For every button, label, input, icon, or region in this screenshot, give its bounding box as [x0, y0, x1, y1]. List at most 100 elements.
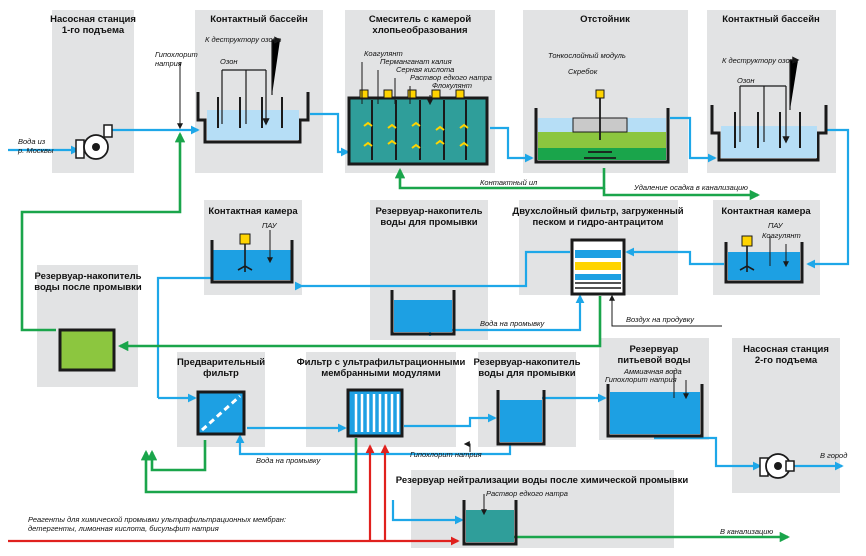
label-air-purge: Воздух на продувку — [626, 315, 695, 324]
flow-to-dual-filter — [625, 247, 724, 266]
label-ozone-destructor-1: К деструктору озона — [205, 35, 281, 44]
panel-neutralization-reservoir — [411, 470, 674, 548]
text-line: 2-го подъема — [755, 355, 818, 366]
label-ammonia-water: Аммиачная вода — [623, 367, 682, 376]
label-sludge-removal: Удаление осадка в канализацию — [633, 183, 748, 192]
text-line: воды после промывки — [34, 282, 142, 293]
pump-1-icon — [75, 124, 113, 160]
title-contact-basin-1: Контактный бассейн — [210, 14, 308, 25]
after-wash-reservoir-tank — [58, 328, 116, 372]
dose-hypochlorite-2 — [463, 441, 471, 452]
text-line: 1-го подъема — [62, 25, 125, 36]
contact-chamber-1-tank — [210, 230, 294, 284]
settler-tank — [534, 89, 670, 164]
text-line: Фильтр с ультрафильтрационными — [297, 357, 466, 368]
text-line: Вода из — [18, 137, 46, 146]
text-line: песком и гидро-антрацитом — [533, 217, 664, 228]
flow-after-wash-recycle — [20, 131, 186, 332]
text-line: Отстойник — [580, 14, 630, 25]
text-line: Контактная камера — [721, 206, 811, 217]
flow-sludge-to-sewer — [602, 188, 761, 201]
text-line: хлопьеобразования — [372, 25, 467, 36]
text-line: фильтр — [203, 368, 239, 379]
title-settler: Отстойник — [580, 14, 630, 25]
contact-basin-1-tank — [196, 36, 310, 144]
dual-layer-filter-tank — [570, 238, 626, 296]
label-pau-2: ПАУ — [768, 221, 784, 230]
flow-wash-to-uf — [235, 434, 512, 456]
label-naoh-2: Раствор едкого натра — [486, 489, 568, 498]
flow-uf-to-after-wash — [140, 438, 358, 494]
dose-air-purge — [609, 294, 722, 327]
text-line: Резервуар-накопитель — [376, 206, 483, 217]
text-line: р. Москвы — [17, 146, 54, 155]
flow-to-contact-chamber-2 — [806, 128, 850, 269]
title-contact-chamber-1: Контактная камера — [208, 206, 298, 217]
label-contact-sludge: Контактный ил — [480, 178, 538, 187]
label-permanganate: Перманганат калия — [380, 57, 452, 66]
label-wash-water-2: Вода на промывку — [256, 456, 322, 465]
title-neutralization-reservoir: Резервуар нейтрализации воды после химич… — [396, 475, 689, 486]
flow-to-settler — [490, 126, 534, 163]
label-scraper: Скребок — [568, 67, 598, 76]
text-line: Насосная станция — [50, 14, 136, 25]
panel-contact-basin-1 — [195, 10, 323, 173]
label-pau-1: ПАУ — [262, 221, 278, 230]
text-line: Контактный бассейн — [722, 14, 820, 25]
flow-to-pump-station-2 — [654, 436, 762, 471]
text-line: Контактная камера — [208, 206, 298, 217]
label-naoh-1: Раствор едкого натра — [410, 73, 492, 82]
text-line: Гипохлорит — [155, 50, 198, 59]
text-line: натрия — [155, 59, 182, 68]
flow-to-mixer — [310, 112, 350, 157]
text-line: Двухслойный фильтр, загруженный — [512, 206, 683, 217]
contact-basin-2-tank — [710, 56, 828, 162]
label-hypochlorite-2: Гипохлорит натрия — [410, 450, 482, 459]
text-line: воды для промывки — [478, 368, 575, 379]
label-coagulant-2: Коагулянт — [762, 231, 801, 240]
wash-reservoir-2-tank — [496, 390, 546, 446]
flow-pre-filter-to-after-wash — [146, 440, 207, 472]
label-thin-layer-module: Тонкослойный модуль — [548, 51, 626, 60]
uf-filter-tank — [346, 388, 404, 438]
label-to-city: В город — [820, 451, 847, 460]
label-coagulant-1: Коагулянт — [364, 49, 403, 58]
flow-from-dual-filter — [300, 250, 570, 291]
label-reagents: Реагенты для химической промывки ультраф… — [28, 515, 286, 533]
label-to-sewer: В канализацию — [720, 527, 773, 536]
label-ozone-2: Озон — [737, 76, 755, 85]
pump-2-icon — [759, 453, 795, 479]
text-line: Резервуар-накопитель — [474, 357, 581, 368]
text-line: Контактный бассейн — [210, 14, 308, 25]
text-line: Реагенты для химической промывки ультраф… — [28, 515, 286, 524]
contact-chamber-2-tank — [724, 235, 804, 284]
text-line: Резервуар нейтрализации воды после химич… — [396, 475, 689, 486]
label-flocculant: Флокулянт — [432, 81, 472, 90]
title-contact-basin-2: Контактный бассейн — [722, 14, 820, 25]
label-ozone-destructor-2: К деструктору озона — [722, 56, 798, 65]
flow-to-contact-basin-2 — [670, 116, 717, 163]
flow-to-neutralization — [391, 500, 464, 525]
text-line: Смеситель с камерой — [369, 14, 471, 25]
flow-dual-filter-to-after-wash — [117, 296, 602, 352]
label-sulfuric-acid: Серная кислота — [396, 65, 454, 74]
pre-filter-tank — [196, 390, 246, 436]
wash-reservoir-1-tank — [390, 290, 456, 336]
label-ozone-1: Озон — [220, 57, 238, 66]
text-line: питьевой воды — [618, 355, 691, 366]
drinking-water-reservoir-tank — [606, 370, 704, 438]
text-line: Насосная станция — [743, 344, 829, 355]
text-line: воды для промывки — [380, 217, 477, 228]
